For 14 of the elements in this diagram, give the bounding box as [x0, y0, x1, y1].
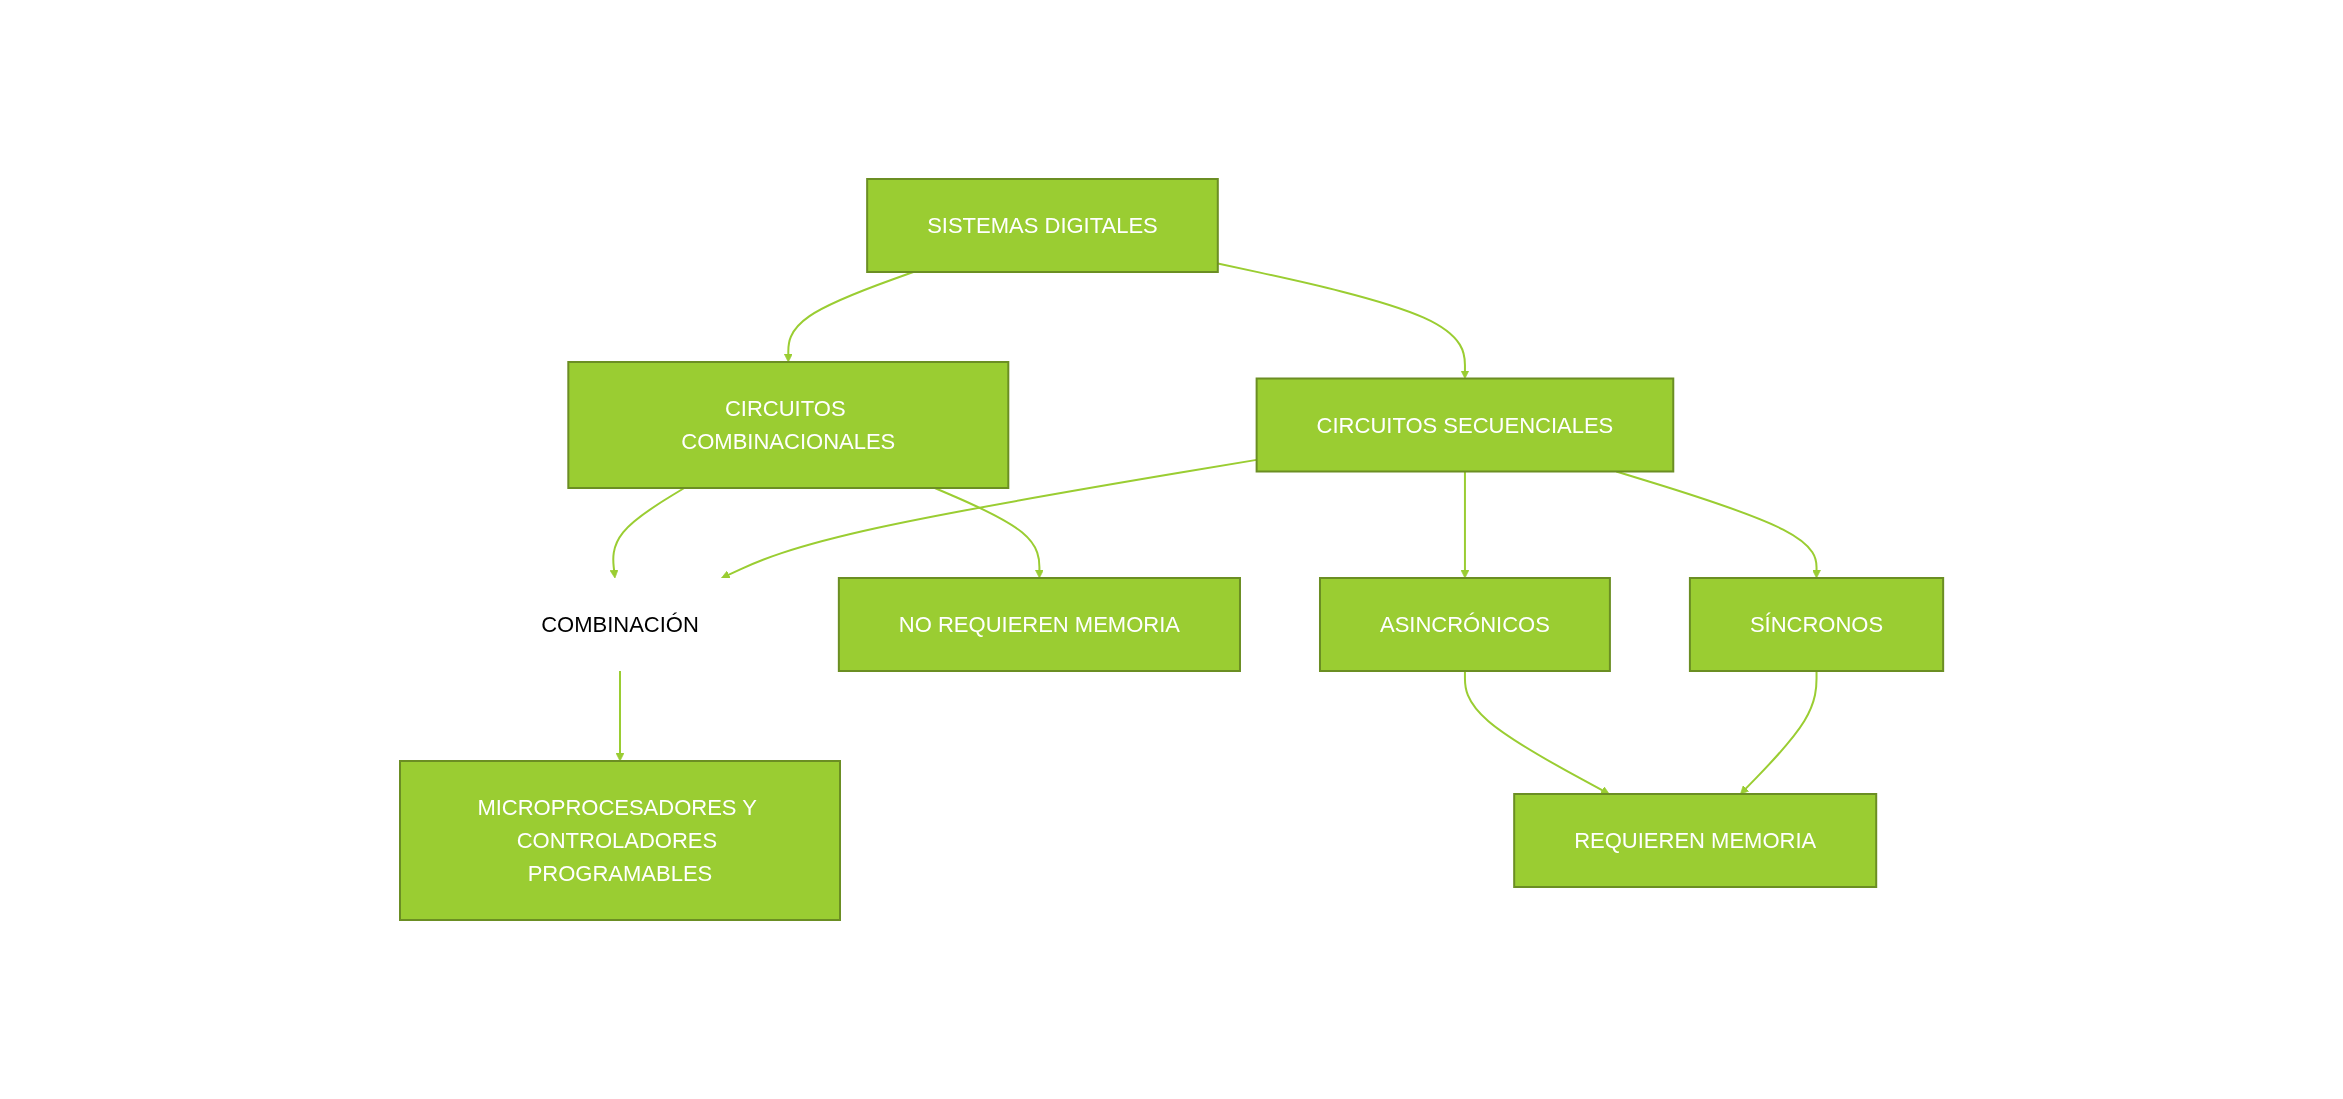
arrow [1740, 670, 1818, 795]
arrow [1460, 470, 1470, 579]
node-box: CIRCUITOS SECUENCIALES [1255, 377, 1675, 473]
arrow [615, 670, 625, 762]
arrow [609, 487, 686, 579]
node-box: MICROPROCESADORES Y CONTROLADORES PROGRAMABLES [398, 760, 841, 921]
node-box: CIRCUITOS COMBINACIONALES [567, 361, 1010, 489]
node-box: REQUIEREN MEMORIA [1513, 793, 1878, 888]
node-box: ASINCRÓNICOS [1318, 577, 1611, 672]
node-box: NO REQUIEREN MEMORIA [837, 577, 1241, 672]
node-text: COMBINACIÓN [541, 612, 699, 637]
node-box: SÍNCRONOS [1688, 577, 1945, 672]
arrow [1463, 670, 1610, 795]
node-box: SISTEMAS DIGITALES [866, 178, 1219, 273]
